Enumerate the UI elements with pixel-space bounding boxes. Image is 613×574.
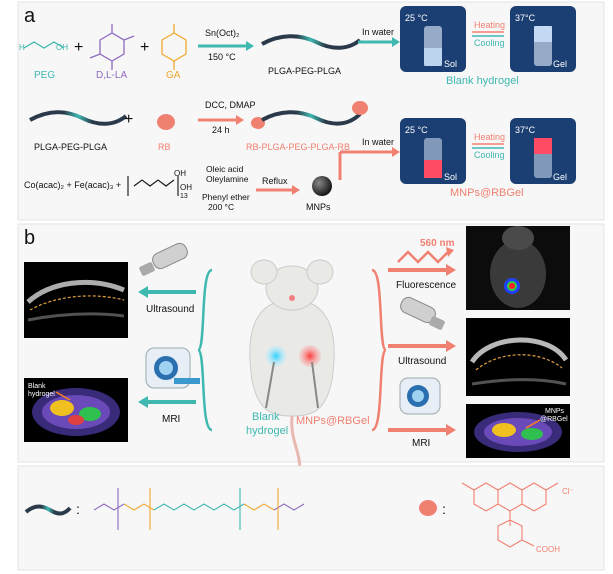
plus-sign-3: + — [124, 111, 133, 128]
vial-gel-label: Gel — [553, 59, 567, 69]
blank-hydrogel-spot — [265, 345, 287, 367]
hydrogel-tag: hydrogel — [28, 391, 55, 398]
vial-gel-blank: 37°C Gel — [510, 6, 576, 72]
panel-a-label: a — [24, 5, 36, 27]
wavelength-label: 560 nm — [420, 238, 455, 249]
fluorescence-image — [466, 226, 570, 310]
vial-temp-sol: 25 °C — [405, 13, 428, 23]
ga-label: GA — [166, 70, 181, 81]
cooling-label: Cooling — [474, 38, 505, 48]
svg-text:Cooling: Cooling — [474, 150, 505, 160]
mri-image-right: MNPs @RBGel — [466, 404, 570, 458]
mnp-particle — [312, 176, 332, 196]
rb-dye — [157, 114, 175, 130]
rhodamine-b-structure — [461, 482, 559, 548]
brace-right — [371, 268, 388, 432]
rbgel-spot — [299, 345, 321, 367]
reaction-temp: 150 °C — [208, 52, 236, 62]
vial-sol-rb: 25 °C Sol — [400, 118, 466, 184]
vial-sol-blank: 25 °C Sol — [400, 6, 466, 72]
cooh-label: COOH — [536, 545, 560, 554]
temp-200-text: 200 °C — [208, 202, 234, 212]
polymer-chain — [261, 34, 362, 50]
copolymer-structure — [93, 488, 305, 530]
svg-text:25 °C: 25 °C — [405, 125, 428, 135]
vial-temp-gel: 37°C — [515, 13, 536, 23]
mri-scanner-right-icon — [399, 377, 441, 415]
ga-structure — [161, 24, 187, 70]
reflux-text: Reflux — [262, 176, 288, 186]
polymer-label: PLGA-PEG-PLGA — [268, 66, 341, 76]
dlla-structure — [89, 24, 135, 70]
ultrasound-label-left: Ultrasound — [146, 304, 194, 315]
polymer-label-2: PLGA-PEG-PLGA — [34, 142, 107, 152]
oleic-text: Oleic acid — [206, 164, 244, 174]
plus-sign: + — [74, 39, 83, 56]
mri-label-right: MRI — [412, 438, 430, 449]
blank-tag: Blank — [28, 383, 46, 390]
ultrasound-probe-icon — [139, 242, 188, 276]
svg-text:OH: OH — [56, 43, 68, 52]
subscript-13: 13 — [180, 193, 188, 200]
legend-rb-symbol — [419, 500, 437, 516]
mnps-rbgel-label: MNPs@RBGel — [450, 187, 524, 199]
svg-text:Sol: Sol — [444, 172, 457, 182]
blank-hydrogel-label: Blank hydrogel — [446, 75, 519, 87]
ultrasound-label-right: Ultrasound — [398, 356, 446, 367]
polymer-chain-2 — [29, 110, 128, 126]
legend-chain-symbol — [24, 504, 72, 516]
peg-label: PEG — [34, 70, 55, 81]
catalyst-text: Sn(Oct)₂ — [205, 28, 240, 38]
dlla-label: D,L-LA — [96, 70, 127, 81]
in-water-label-2: In water — [362, 137, 394, 147]
oleylamine-text: Oleylamine — [206, 174, 249, 184]
svg-text:H: H — [19, 43, 25, 52]
panel-b-label: b — [24, 227, 35, 249]
vial-gel-rb: 37°C Gel — [510, 118, 576, 184]
rb-conjugate-chain — [261, 110, 362, 126]
excitation-wave — [397, 250, 449, 264]
legend-colon-2: : — [442, 501, 446, 517]
svg-text:OH: OH — [180, 183, 192, 192]
brace-left — [196, 268, 213, 432]
rb-label: RB — [158, 142, 171, 152]
ultrasound-image-left — [24, 262, 128, 338]
in-water-label: In water — [362, 27, 394, 37]
mouse-illustration — [249, 259, 335, 471]
mri-image-left: Blank hydrogel — [24, 378, 128, 442]
mnps-label: MNPs — [306, 202, 331, 212]
mri-label-left: MRI — [162, 414, 180, 425]
heating-label: Heating — [474, 20, 505, 30]
svg-text:OH: OH — [174, 169, 186, 178]
co-fe-text: Co(acac)₂ + Fe(acac)₃ + — [24, 180, 121, 190]
svg-text:Heating: Heating — [474, 132, 505, 142]
rbgel-tag: @RBGel — [540, 416, 568, 423]
legend-frame — [17, 465, 605, 571]
conjugate-label: RB-PLGA-PEG-PLGA-RB — [246, 142, 350, 152]
mnps-tag: MNPs — [545, 408, 565, 415]
ultrasound-probe-right-icon — [400, 296, 445, 330]
svg-text:37°C: 37°C — [515, 125, 536, 135]
reagents-text: DCC, DMAP — [205, 100, 256, 110]
ether-text: Phenyl ether — [202, 192, 250, 202]
plus-sign-2: + — [140, 39, 149, 56]
mri-scanner-icon — [145, 347, 200, 389]
fluorescence-label: Fluorescence — [396, 280, 456, 291]
svg-text:Gel: Gel — [553, 172, 567, 182]
blank-hydrogel-line2: hydrogel — [246, 425, 288, 437]
blank-hydrogel-line1: Blank — [252, 411, 280, 423]
reaction-time: 24 h — [212, 125, 230, 135]
diol-structure — [127, 176, 179, 196]
vial-sol-label: Sol — [444, 59, 457, 69]
chloride-label: Cl⁻ — [562, 487, 574, 496]
mnps-rbgel-b-label: MNPs@RBGel — [296, 415, 370, 427]
legend-colon-1: : — [76, 501, 80, 517]
peg-structure: H OH — [19, 41, 68, 52]
ultrasound-image-right — [466, 318, 570, 396]
